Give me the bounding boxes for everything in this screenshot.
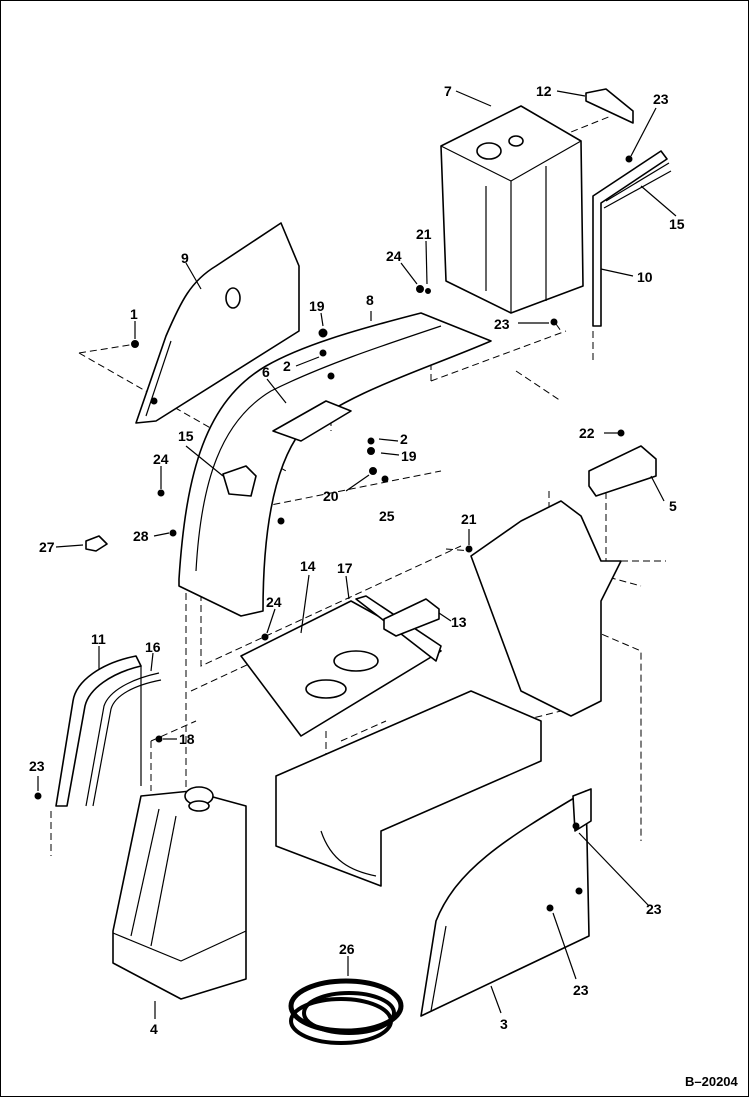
callout-25: 25 (379, 508, 395, 524)
callout-17: 17 (337, 560, 353, 576)
callout-2: 2 (400, 431, 408, 447)
tank-strap (592, 150, 672, 327)
callout-1: 1 (130, 306, 138, 322)
leader-lines (37, 90, 677, 1019)
callout-26: 26 (339, 941, 355, 957)
callout-3: 3 (500, 1016, 508, 1032)
callout-20: 20 (323, 488, 339, 504)
callout-15: 15 (669, 216, 685, 232)
side-panel-right (420, 788, 592, 1017)
pad-12 (585, 88, 634, 124)
callout-16: 16 (145, 639, 161, 655)
callout-19: 19 (401, 448, 417, 464)
callout-18: 18 (179, 731, 195, 747)
fuel-tank (112, 786, 247, 1000)
callout-4: 4 (150, 1021, 158, 1037)
callout-9: 9 (181, 250, 189, 266)
callout-2: 2 (283, 358, 291, 374)
bracket-15 (222, 465, 257, 497)
reference-code: B–20204 (685, 1074, 739, 1089)
callout-24: 24 (153, 451, 169, 467)
callout-23: 23 (653, 91, 669, 107)
callout-15: 15 (178, 428, 194, 444)
callout-21: 21 (416, 226, 432, 242)
clip-27 (85, 535, 108, 552)
callout-8: 8 (366, 292, 374, 308)
callout-13: 13 (451, 614, 467, 630)
callout-24: 24 (386, 248, 402, 264)
callout-23: 23 (29, 758, 45, 774)
callout-22: 22 (579, 425, 595, 441)
callout-19: 19 (309, 298, 325, 314)
hose-coil (288, 978, 404, 1045)
callout-27: 27 (39, 539, 55, 555)
callout-labels: 7 12 23 15 10 23 9 1 24 21 19 8 2 6 2 19… (29, 83, 685, 1037)
callout-23: 23 (646, 901, 662, 917)
callout-12: 12 (536, 83, 552, 99)
hydraulic-tank (440, 105, 584, 314)
callout-7: 7 (444, 83, 452, 99)
callout-28: 28 (133, 528, 149, 544)
callout-6: 6 (262, 364, 270, 380)
hardware (34, 155, 633, 912)
callout-11: 11 (91, 631, 106, 647)
callout-14: 14 (300, 558, 316, 574)
block-13 (383, 598, 440, 637)
left-trims (55, 655, 162, 807)
callout-5: 5 (669, 498, 677, 514)
lower-base (275, 500, 622, 887)
callout-10: 10 (637, 269, 653, 285)
callout-24: 24 (266, 594, 282, 610)
callout-23: 23 (573, 982, 589, 998)
pad-5 (588, 445, 657, 497)
callout-21: 21 (461, 511, 477, 527)
callout-23: 23 (494, 316, 510, 332)
fender-seat-pan (178, 312, 492, 617)
